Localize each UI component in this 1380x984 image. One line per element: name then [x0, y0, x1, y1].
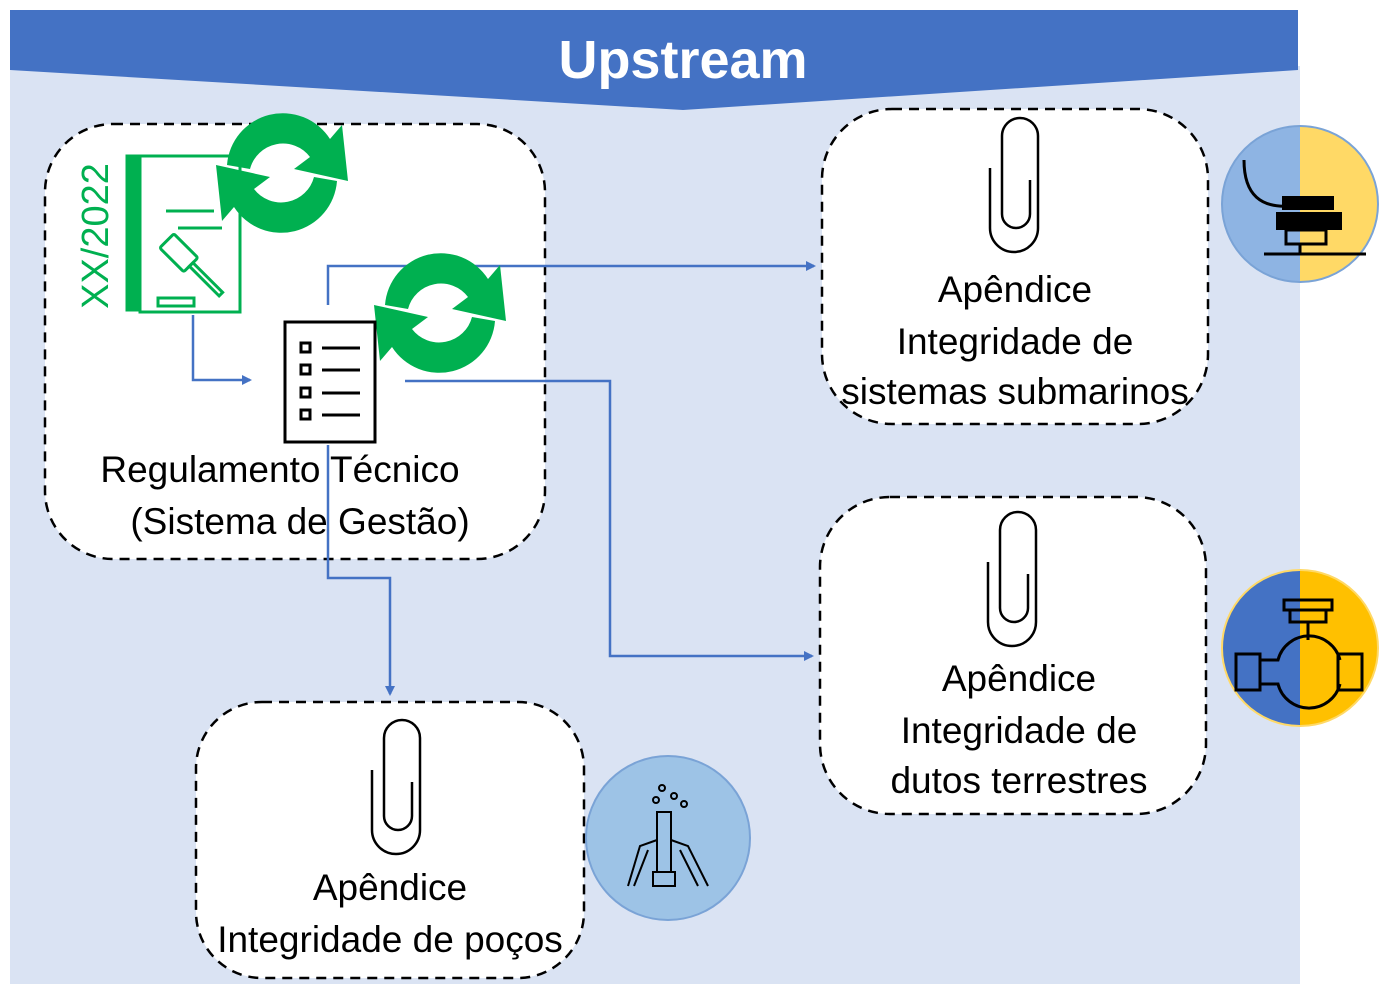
wells-appendix-line1: Apêndice	[312, 867, 468, 908]
connector-to-subsea	[326, 261, 816, 305]
upstream-banner	[10, 10, 1298, 110]
checklist-icon	[283, 320, 377, 444]
appendix-box-wells	[194, 700, 586, 980]
appendix-box-subsea	[820, 107, 1210, 426]
paperclip-icon	[988, 116, 1040, 254]
paperclip-icon	[370, 718, 422, 856]
subsea-appendix-line2: Integridade de	[896, 321, 1134, 362]
subsea-appendix-line1: Apêndice	[937, 269, 1093, 310]
regulation-title-line1: Regulamento Técnico	[100, 449, 460, 490]
onshore-pipelines-appendix-line1: Apêndice	[941, 658, 1097, 699]
connector-to-onshore-pipelines	[405, 379, 814, 661]
regulation-title-line2: (Sistema de Gestão)	[130, 501, 470, 542]
refresh-arrows-icon	[216, 113, 348, 233]
subsea-equipment-icon	[1221, 125, 1379, 283]
connector-to-wells	[326, 445, 395, 696]
subsea-appendix-line3: sistemas submarinos	[841, 371, 1189, 412]
oil-well-icon	[585, 755, 751, 921]
paperclip-icon	[986, 510, 1038, 648]
regulation-year-text: XX/2022	[75, 163, 117, 309]
law-book-gavel-icon	[125, 154, 242, 314]
refresh-arrows-icon	[374, 253, 506, 373]
appendix-box-onshore-pipelines	[818, 495, 1208, 816]
onshore-pipelines-appendix-line3: dutos terrestres	[890, 760, 1148, 801]
pipeline-valve-icon	[1221, 569, 1379, 727]
wells-appendix-line2: Integridade de poços	[217, 919, 563, 960]
connector-to-checklist	[191, 315, 252, 385]
banner-title: Upstream	[558, 30, 808, 90]
onshore-pipelines-appendix-line2: Integridade de	[900, 710, 1138, 751]
